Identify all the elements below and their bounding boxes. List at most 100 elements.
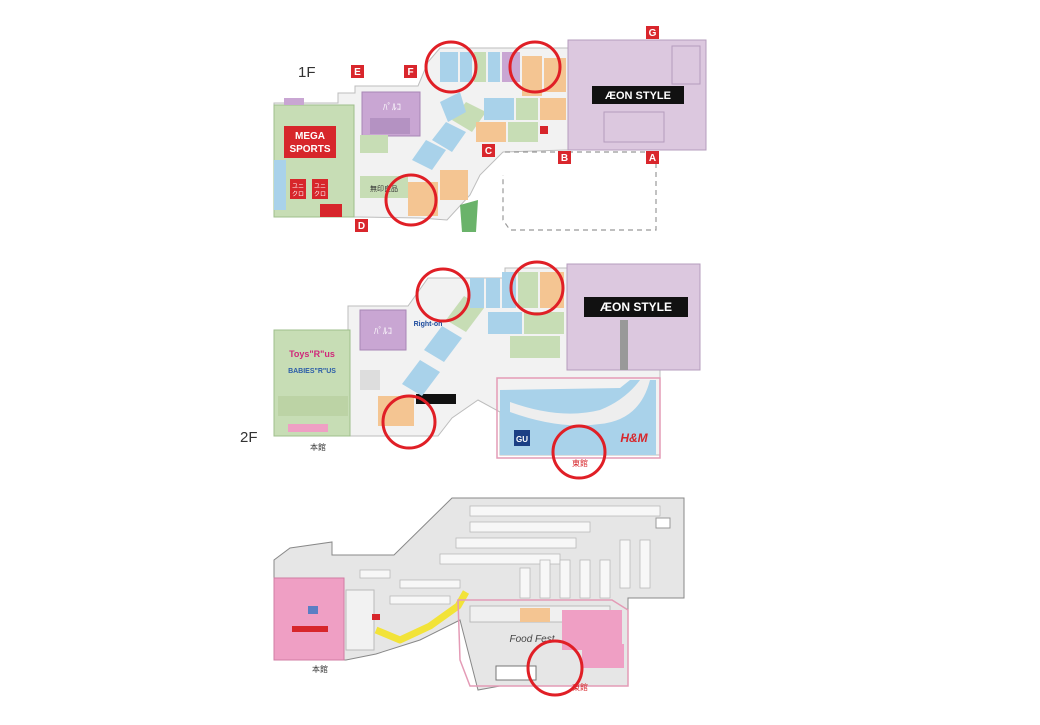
store-mid-1[interactable]	[484, 98, 514, 120]
parking-row	[519, 567, 531, 599]
store-orange-b[interactable]	[440, 170, 468, 200]
entrance-e[interactable]	[351, 65, 364, 78]
parking-row	[579, 559, 591, 599]
parking-row	[619, 539, 631, 589]
aeon-1f-inner-b	[603, 111, 665, 143]
walkway-3f	[374, 590, 470, 644]
store-blue-2f-a[interactable]	[402, 360, 440, 396]
hm-label: H&M	[620, 431, 648, 445]
store-pink-3f[interactable]	[273, 577, 345, 661]
store-mid-2[interactable]	[516, 98, 538, 120]
store-mid-6[interactable]	[540, 126, 548, 134]
entrance-a[interactable]	[646, 151, 659, 164]
store-small[interactable]	[284, 98, 304, 105]
entrance-g[interactable]	[646, 26, 659, 39]
parking-row	[389, 595, 451, 605]
store-blue-c[interactable]	[440, 92, 466, 122]
muji-label: 無印良品	[370, 184, 398, 193]
highlight-circle	[384, 173, 438, 227]
entrance-e-label: E	[354, 67, 361, 78]
store-green-a[interactable]	[360, 135, 388, 153]
east-3f-orange[interactable]	[520, 608, 550, 622]
food-court-label: Food Fest	[509, 634, 555, 645]
gu-logo	[514, 430, 530, 446]
entrance-g-label: G	[649, 28, 657, 39]
store-grey-2f[interactable]	[360, 370, 380, 390]
store-2f-n2[interactable]	[486, 278, 500, 308]
east-building-label-2f: 東館	[572, 458, 588, 468]
store-2f-mid-1[interactable]	[488, 312, 522, 334]
store-2f-mid-3[interactable]	[510, 336, 560, 358]
store-red-bottom[interactable]	[320, 204, 342, 217]
right-on-label: Right-on	[414, 321, 443, 328]
store-blue-2f-b[interactable]	[424, 326, 462, 362]
store-n2[interactable]	[460, 52, 472, 82]
store-n6[interactable]	[522, 56, 542, 96]
floor-label-2f: 2F	[240, 429, 258, 446]
store-purple-2f[interactable]	[359, 309, 407, 351]
store-2f-n1[interactable]	[470, 278, 484, 308]
uniqlo-text-b2: クロ	[314, 191, 326, 198]
store-green-2f-a[interactable]	[278, 396, 348, 416]
store-mid-5[interactable]	[508, 122, 538, 142]
building-label-honkan-2f: 本館	[310, 442, 326, 452]
store-mid-3[interactable]	[540, 98, 566, 120]
toysrus-area[interactable]	[273, 329, 351, 437]
floor-1f: 1F MEGA SPORTS ユニ クロ ユニ クロ ﾊﾟﾙｺ 無印良品	[273, 26, 707, 232]
aeon-style-2f-logo	[584, 297, 688, 317]
store-pink-2f-a[interactable]	[288, 424, 328, 432]
store-n7[interactable]	[544, 58, 566, 92]
entrance-f-label: F	[407, 67, 413, 78]
highlight-circle	[509, 260, 565, 316]
aeon-1f-inner-a	[671, 45, 701, 85]
building-label-honkan-3f: 本館	[312, 664, 328, 674]
toysrus-label: Toys"R"us	[289, 349, 335, 359]
store-blue-a[interactable]	[412, 140, 446, 170]
store-n3[interactable]	[474, 52, 486, 82]
entrance-b-label: B	[561, 153, 568, 164]
mega-sports-logo	[284, 126, 336, 158]
store-black-2f[interactable]	[416, 394, 456, 404]
east-building-outline-2f	[496, 377, 661, 459]
uniqlo-text-a1: ユニ	[292, 183, 304, 190]
entrance-d[interactable]	[355, 219, 368, 232]
parking-row	[439, 553, 561, 565]
east-building-outline-3f	[457, 599, 629, 687]
store-blue-b[interactable]	[432, 122, 466, 152]
highlight-circle	[526, 639, 584, 697]
store-n1[interactable]	[440, 52, 458, 82]
parking-row	[469, 521, 591, 533]
store-purple-2f-label: ﾊﾟﾙｺ	[374, 326, 392, 336]
entrance-markers-1f: E F G C B A D	[351, 26, 659, 232]
store-mid-4[interactable]	[476, 122, 506, 142]
store-n4[interactable]	[488, 52, 500, 82]
parking-row	[455, 537, 577, 549]
babiesrus-label: BABIES"R"US	[288, 368, 336, 375]
parking-row	[359, 569, 391, 579]
uniqlo-logo-b	[312, 179, 328, 199]
east-building-label-3f: 東館	[572, 682, 588, 692]
store-purple-1f-sub[interactable]	[370, 118, 410, 134]
green-plaza	[460, 200, 478, 232]
east-3f-pink-b[interactable]	[582, 644, 624, 668]
east-3f-pink-a[interactable]	[562, 610, 622, 650]
aeon-style-1f-label: ÆON STYLE	[605, 90, 671, 102]
parking-row	[539, 559, 551, 599]
floor-3f: 本館 Food Fest 東館	[273, 497, 685, 697]
uniqlo-logo-a	[290, 179, 306, 199]
parking-row	[469, 505, 661, 517]
store-3f-logo	[308, 606, 318, 614]
entrance-f[interactable]	[404, 65, 417, 78]
entrance-c-label: C	[485, 146, 492, 157]
uniqlo-text-a2: クロ	[292, 191, 304, 198]
entrance-c[interactable]	[482, 144, 495, 157]
store-2f-n4[interactable]	[518, 272, 538, 308]
mega-sports-line2: SPORTS	[289, 144, 330, 155]
aeon-style-1f-logo	[592, 86, 684, 104]
store-2f-mid-2[interactable]	[524, 312, 564, 334]
store-blue-left[interactable]	[274, 160, 286, 210]
entrance-b[interactable]	[558, 151, 571, 164]
parking-row	[399, 579, 461, 589]
